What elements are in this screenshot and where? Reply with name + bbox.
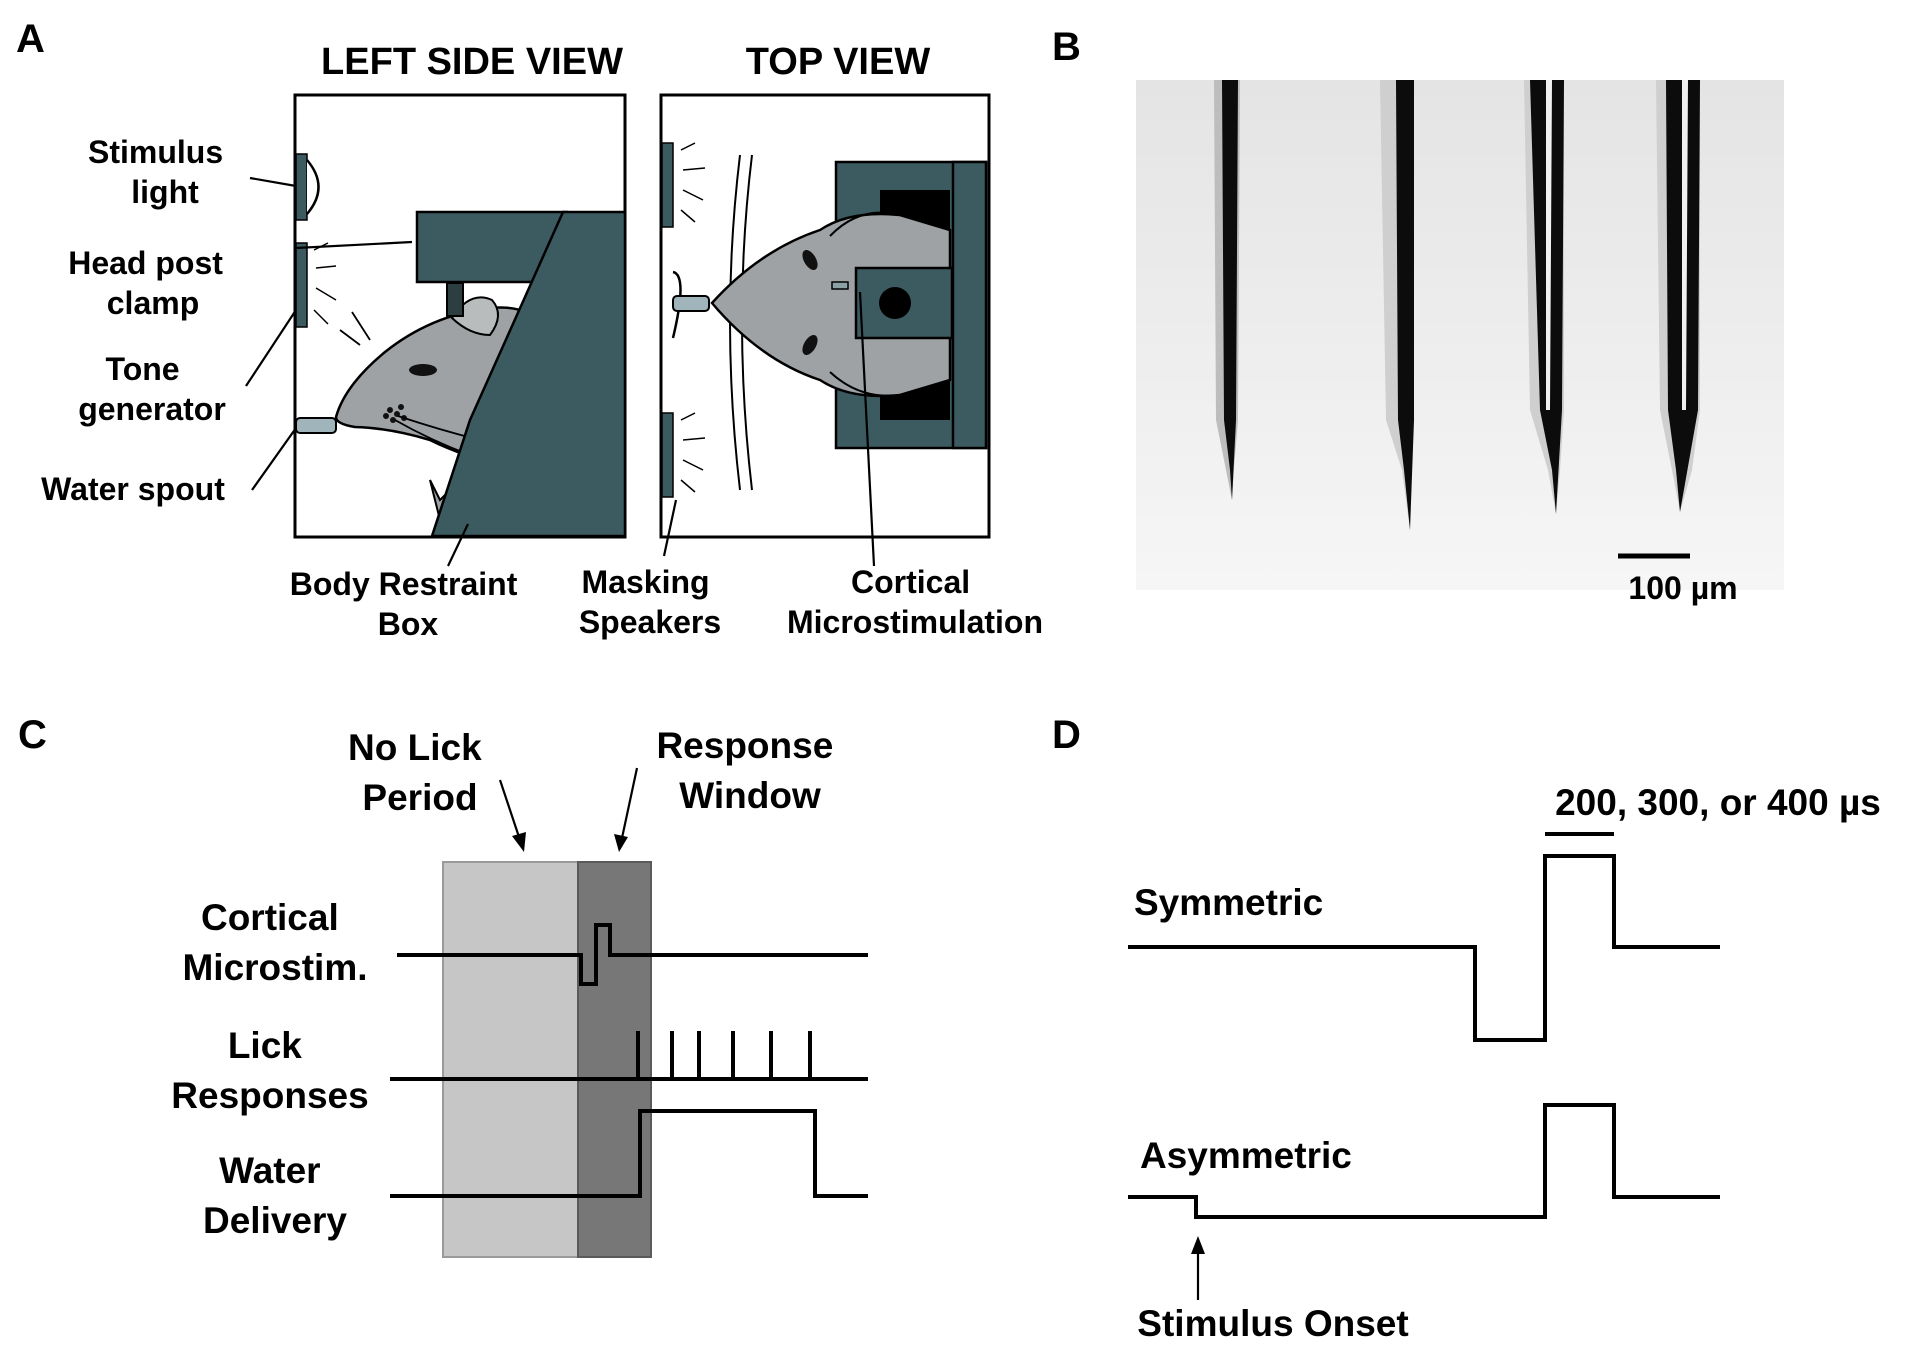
label-symmetric: Symmetric <box>1134 882 1323 923</box>
arrow-stimulus-onset <box>1191 1236 1205 1300</box>
rat-top-icon <box>710 211 952 398</box>
left-side-view-title: LEFT SIDE VIEW <box>321 41 623 83</box>
electrode-4-core <box>1682 80 1688 410</box>
tone-sound-lines <box>313 242 337 325</box>
stimulus-light-bulb <box>306 159 320 215</box>
electrode-3-core <box>1546 80 1552 410</box>
label-head-post-clamp: Head post clamp <box>68 245 232 321</box>
trace-cortical-microstim <box>397 923 868 986</box>
masking-speaker-bottom-icon <box>661 412 674 498</box>
head-post-icon <box>446 282 464 317</box>
water-spout-top-icon <box>672 295 710 312</box>
label-cortical-microstimulation: Cortical Microstimulation <box>787 564 1043 640</box>
tone-generator-icon <box>295 242 308 328</box>
label-response-window: Response Window <box>656 725 843 816</box>
water-spout-icon <box>295 417 337 434</box>
head-post-top <box>879 287 911 319</box>
label-cortical-microstim: Cortical Microstim. <box>182 897 367 988</box>
microstim-electrode-icon <box>831 281 849 290</box>
arrow-no-lick <box>498 779 526 852</box>
panel-c: C No Lick Period Response Window Cortica… <box>18 713 868 1258</box>
label-asymmetric: Asymmetric <box>1140 1135 1352 1176</box>
label-lick-responses: Lick Responses <box>171 1025 368 1116</box>
label-tone-generator: Tone generator <box>78 351 226 427</box>
panel-letter-c: C <box>18 713 47 757</box>
panel-a: A LEFT SIDE VIEW TOP VIEW <box>16 17 1043 642</box>
label-pulse-width: 200, 300, or 400 µs <box>1555 782 1881 823</box>
leader-lines-a <box>245 176 876 567</box>
panel-b: B 100 µm <box>1052 25 1784 606</box>
arrow-response-window <box>614 767 639 852</box>
left-side-view <box>293 93 627 539</box>
label-stimulus-light: Stimulus light <box>88 134 232 210</box>
label-body-restraint-box: Body Restraint Box <box>290 566 526 642</box>
masking-speaker-top-icon <box>661 142 674 228</box>
restraint-back-wall <box>951 160 988 450</box>
scale-bar-label: 100 µm <box>1628 570 1737 606</box>
panel-letter-a: A <box>16 17 45 61</box>
lick-ticks <box>636 1031 812 1079</box>
trace-water-delivery <box>390 1109 868 1198</box>
label-water-delivery: Water Delivery <box>203 1150 347 1241</box>
electrode-1 <box>1222 80 1238 500</box>
label-water-spout: Water spout <box>41 471 225 507</box>
top-view-title: TOP VIEW <box>746 41 931 83</box>
electrode-2 <box>1396 80 1414 530</box>
stimulus-light-icon <box>295 153 308 221</box>
label-no-lick-period: No Lick Period <box>348 727 492 818</box>
body-restraint-box-icon <box>430 210 627 538</box>
no-lick-period-shade <box>442 861 579 1258</box>
masking-sound-lines <box>680 142 706 493</box>
trace-asymmetric <box>1128 1103 1720 1219</box>
panel-letter-b: B <box>1052 25 1081 69</box>
top-view <box>659 93 991 539</box>
panel-letter-d: D <box>1052 713 1081 757</box>
label-stimulus-onset: Stimulus Onset <box>1137 1303 1408 1344</box>
label-masking-speakers: Masking Speakers <box>579 564 721 640</box>
electrodes <box>1214 80 1700 530</box>
panel-d: D 200, 300, or 400 µs Symmetric Asymmetr… <box>1052 713 1881 1344</box>
trace-symmetric <box>1128 854 1720 1042</box>
